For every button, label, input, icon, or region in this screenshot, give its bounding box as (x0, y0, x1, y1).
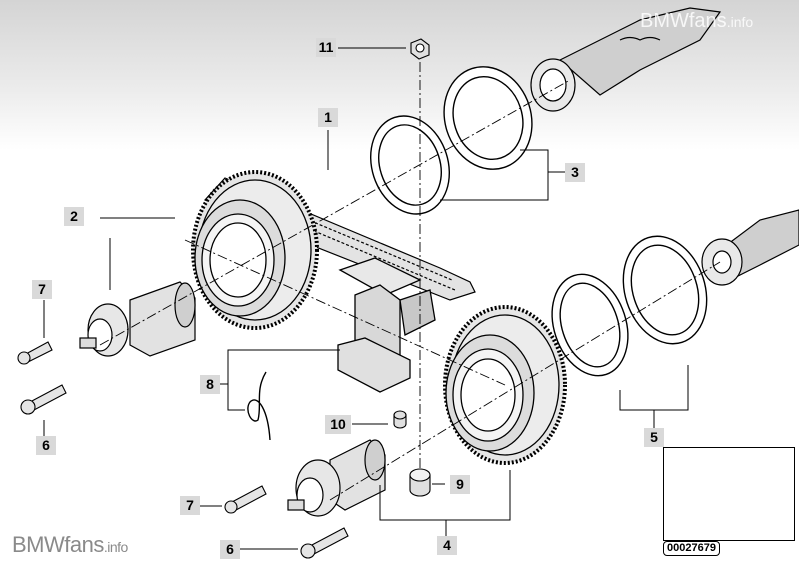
vehicle-inset-frame (663, 447, 795, 541)
assembly-axes (99, 62, 721, 501)
exhaust-camshaft (701, 209, 799, 286)
diagram-reference-number: 00027679 (663, 541, 720, 556)
splined-hub-4 (287, 439, 386, 517)
nut-11 (410, 38, 430, 60)
callout-7-upper: 7 (32, 280, 52, 299)
callout-1: 1 (318, 108, 338, 127)
intake-sprocket (191, 170, 319, 330)
spring-8 (247, 371, 271, 441)
watermark-bottom-main: BMWfans (12, 532, 104, 557)
callout-2: 2 (64, 207, 84, 226)
callout-3: 3 (565, 163, 585, 182)
leader-lines (43, 47, 689, 550)
bolt-6-upper (20, 384, 67, 415)
shim-washers-3 (369, 66, 533, 215)
callout-5: 5 (644, 428, 664, 447)
splined-hub-2 (79, 281, 196, 357)
callout-4: 4 (437, 536, 457, 555)
callout-6-upper: 6 (36, 436, 56, 455)
callout-10: 10 (325, 415, 351, 434)
callout-9: 9 (450, 475, 470, 494)
callout-6-lower: 6 (220, 540, 240, 559)
watermark-bottom: BMWfans.info (12, 532, 128, 558)
callout-8: 8 (200, 375, 220, 394)
watermark-top-suffix: .info (726, 14, 754, 30)
shim-washers-5 (551, 235, 708, 377)
watermark-bottom-suffix: .info (103, 539, 128, 555)
watermark-top: BMWfans.info (640, 10, 753, 33)
callout-7-lower: 7 (180, 496, 200, 515)
bolt-7-lower (224, 485, 267, 514)
chain-tensioner (337, 257, 436, 393)
exhaust-sprocket (443, 305, 567, 465)
watermark-top-main: BMWfans (640, 10, 727, 32)
bolt-7-upper (17, 341, 53, 365)
callout-11: 11 (316, 38, 336, 57)
sleeve-9 (409, 468, 431, 497)
pin-10 (393, 410, 407, 429)
bolt-6-lower (300, 527, 349, 559)
